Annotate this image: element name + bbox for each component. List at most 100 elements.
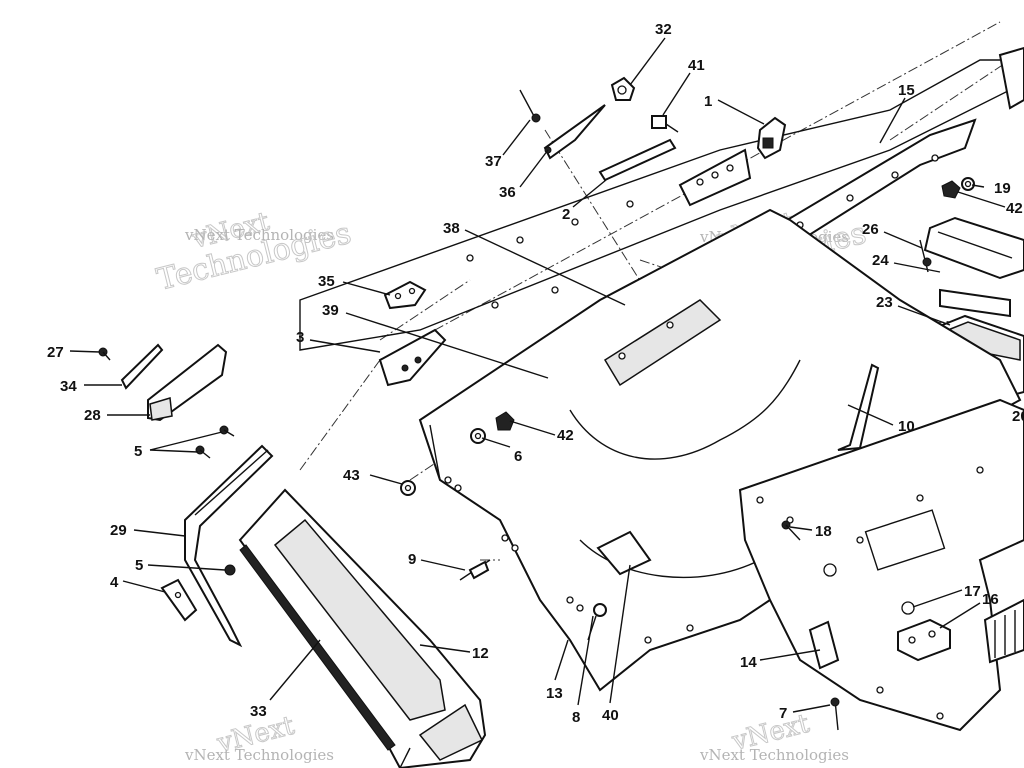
callout-6: 6 (514, 448, 522, 465)
callout-14: 14 (740, 654, 757, 671)
dash-hole (576, 604, 584, 612)
centerline (544, 129, 691, 361)
dash-hole (644, 636, 652, 644)
part-42-nut-upper (941, 180, 961, 199)
strap-body (837, 363, 880, 451)
leader-40 (609, 564, 631, 704)
part-43-washer (400, 480, 416, 496)
part-41-bolt (651, 115, 679, 133)
part-34-strip (120, 343, 164, 390)
front-panel-hole (856, 536, 864, 544)
dash-hole (511, 544, 519, 552)
callout-29: 29 (110, 522, 127, 539)
part-right-panel (998, 46, 1024, 110)
strip-hole (726, 164, 734, 172)
rail-hole (516, 236, 524, 244)
switch-body (923, 216, 1024, 280)
plate-body (596, 530, 652, 576)
bolt-head (593, 603, 607, 617)
callout-43: 43 (343, 467, 360, 484)
part-9-pin (459, 559, 491, 581)
trim-strip (239, 544, 396, 751)
callout-41: 41 (688, 57, 705, 74)
switch-plate (939, 288, 1011, 318)
bracket-hole (174, 591, 182, 599)
watermark-company: vNext Technologies (699, 746, 849, 764)
bolt-shank (665, 123, 679, 133)
pin-body (468, 560, 490, 580)
part-1-latch (756, 116, 787, 160)
callout-37: 37 (485, 153, 502, 170)
washer-hole (474, 432, 482, 440)
leader-5a2 (149, 449, 199, 453)
rail-hole (571, 218, 579, 226)
leader-15 (879, 97, 906, 144)
bushing-hole (964, 180, 972, 188)
plate-hole (928, 630, 936, 638)
leader-29 (133, 529, 186, 537)
callout-42b: 42 (557, 427, 574, 444)
callout-7: 7 (779, 705, 787, 722)
part-26-screw (919, 239, 932, 273)
callout-24: 24 (872, 252, 889, 269)
leader-10 (847, 404, 894, 426)
leader-35 (342, 281, 391, 296)
leader-13 (554, 639, 569, 681)
leader-5a1 (149, 431, 223, 451)
callout-27: 27 (47, 344, 64, 361)
part-3-bracket (378, 328, 447, 387)
bracket-rivet (414, 356, 422, 364)
part-32-nut (610, 76, 636, 101)
callout-13: 13 (546, 685, 563, 702)
leader-42a (957, 191, 1006, 208)
housing-face (273, 518, 446, 721)
rail-hole (491, 301, 499, 309)
rivet-shank (785, 524, 801, 541)
strip-body (120, 343, 164, 390)
part-40-plate (596, 530, 652, 576)
leader-23 (897, 305, 951, 326)
part-19-bushing (961, 177, 975, 191)
part-36-clip (543, 104, 606, 160)
callout-34: 34 (60, 378, 77, 395)
leader-27 (69, 350, 101, 353)
callout-19: 19 (994, 180, 1011, 197)
part-24-switch (923, 216, 1024, 318)
callout-9: 9 (408, 551, 416, 568)
dash-hole (501, 534, 509, 542)
leader-4 (122, 580, 166, 593)
part-29-rail (184, 444, 274, 648)
front-panel (738, 398, 1024, 732)
strip-body (598, 138, 677, 182)
plate-hole (908, 636, 916, 644)
plate-body (897, 618, 951, 662)
rail-edge (194, 449, 269, 516)
pin-head (531, 113, 541, 123)
part-33-trim (239, 544, 396, 751)
callout-35: 35 (318, 273, 335, 290)
dash-hole (686, 624, 694, 632)
part-2-strip (598, 138, 752, 207)
bracket-hole (891, 171, 899, 179)
clip-hole (394, 292, 402, 300)
callout-36: 36 (499, 184, 516, 201)
leader-26 (883, 231, 923, 249)
dash-hole (454, 484, 462, 492)
leader-8 (577, 615, 594, 706)
dash-contour (569, 359, 801, 460)
callout-2: 2 (562, 206, 570, 223)
rail-hole (626, 200, 634, 208)
callout-17: 17 (964, 583, 981, 600)
part-18-rivet (781, 520, 801, 541)
leader-2 (572, 179, 607, 208)
switch-ridge (937, 231, 1013, 259)
rail-hole (466, 254, 474, 262)
part-28-bracket (147, 343, 228, 422)
part-14-bracket (808, 620, 840, 670)
leader-42b (509, 420, 556, 436)
front-panel-hole (976, 466, 984, 474)
callout-28: 28 (84, 407, 101, 424)
panel-hole (666, 321, 674, 329)
leader-bottom (399, 747, 411, 768)
